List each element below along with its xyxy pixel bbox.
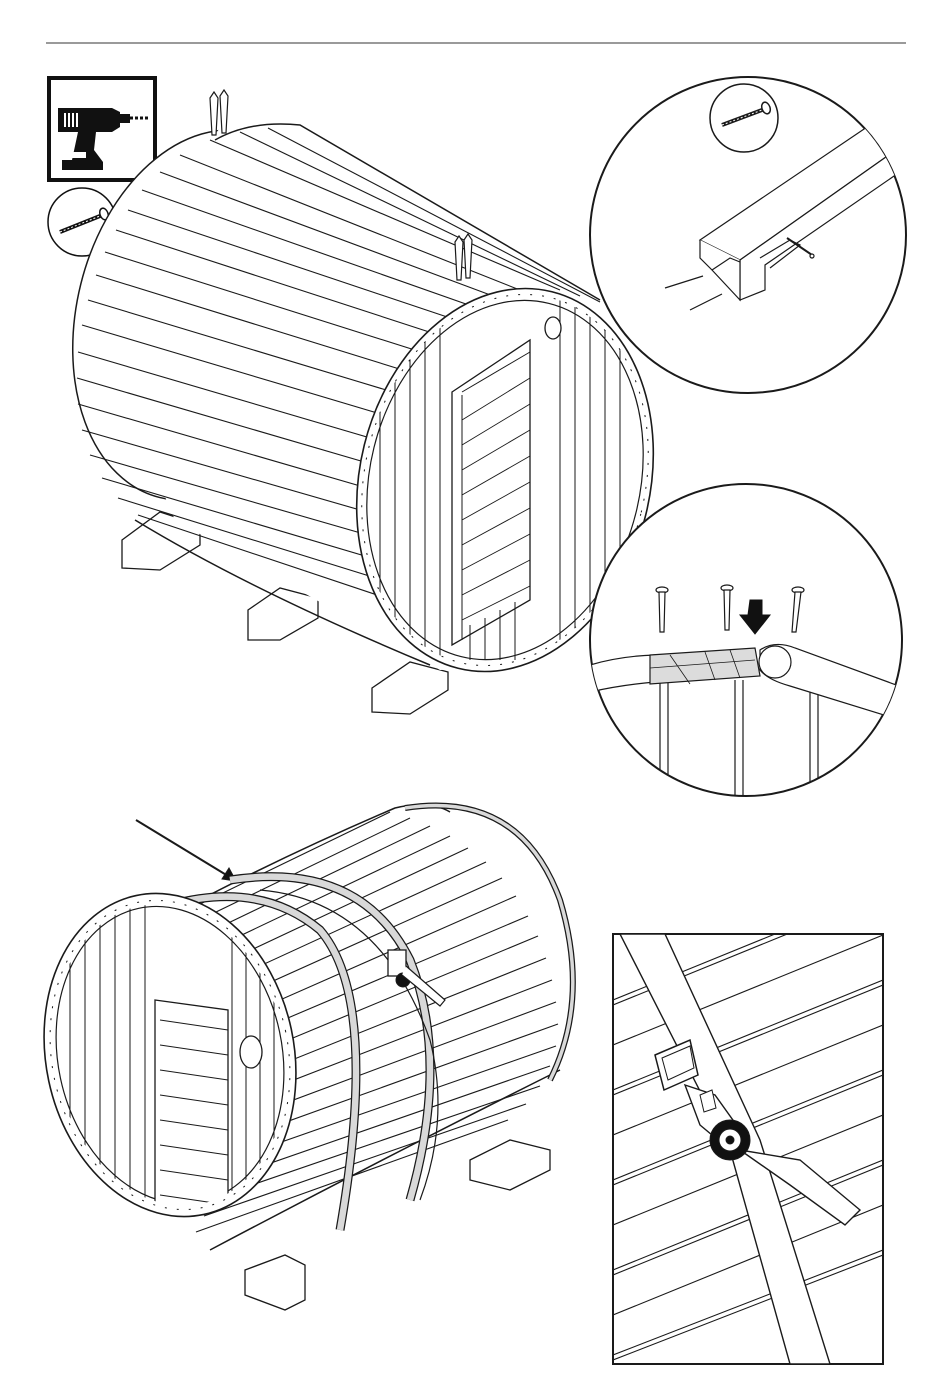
stave-screw-detail <box>590 484 910 800</box>
ratchet-strap-detail <box>613 890 883 1364</box>
screw-joint-detail <box>590 77 910 393</box>
cordless-drill-icon <box>49 78 155 180</box>
barrel-sauna-ratchet-straps <box>15 805 580 1310</box>
